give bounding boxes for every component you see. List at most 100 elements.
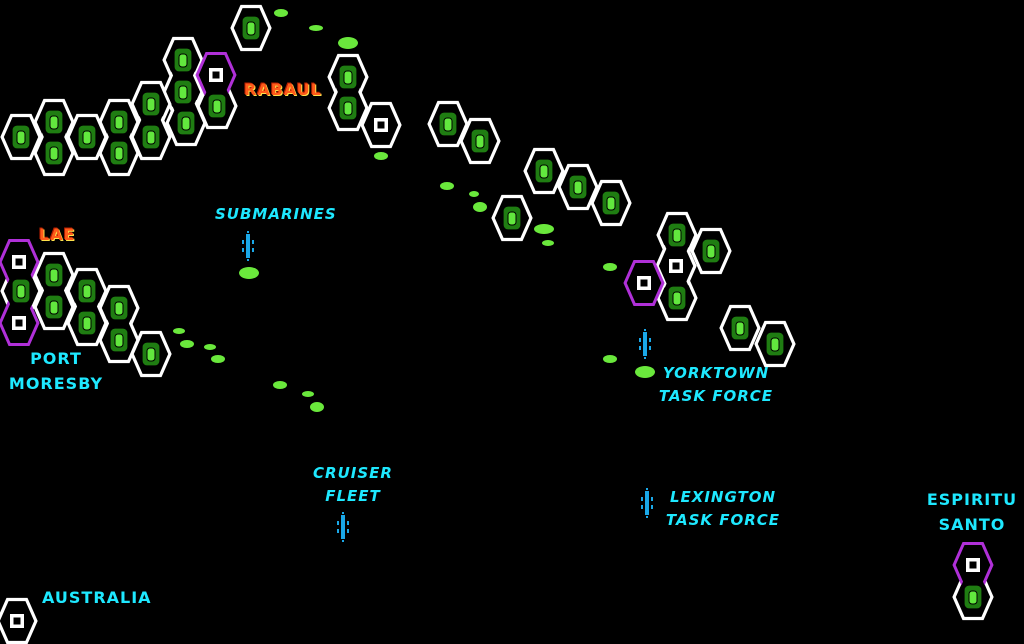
tree-trunk bbox=[114, 146, 124, 161]
submarines-fleet-marker[interactable] bbox=[242, 231, 254, 261]
rabaul-label: RABAUL bbox=[244, 80, 322, 99]
jungle-tree-icon[interactable] bbox=[963, 584, 983, 610]
tree-trunk bbox=[49, 300, 59, 315]
base-square-center bbox=[969, 561, 977, 569]
jungle-tree-icon[interactable] bbox=[338, 64, 358, 90]
jungle-tree-icon[interactable] bbox=[667, 222, 687, 248]
port-moresby-label: PORT MORESBY bbox=[6, 347, 106, 397]
cruiser-fleet-label-line2: FLEET bbox=[325, 487, 381, 506]
reef-icon bbox=[603, 263, 617, 271]
australia-label: AUSTRALIA bbox=[42, 588, 152, 607]
jungle-tree-icon[interactable] bbox=[44, 262, 64, 288]
jungle-tree-icon[interactable] bbox=[109, 295, 129, 321]
jungle-tree-icon[interactable] bbox=[77, 124, 97, 150]
cruiser-fleet-label-line1: CRUISER bbox=[313, 464, 393, 482]
espiritu-santo-label-line2: SANTO bbox=[938, 514, 1006, 534]
tree-trunk bbox=[16, 284, 26, 299]
tree-trunk bbox=[49, 115, 59, 130]
jungle-tree-icon[interactable] bbox=[109, 109, 129, 135]
reef-icon bbox=[173, 328, 185, 334]
jungle-tree-icon[interactable] bbox=[176, 110, 196, 136]
jungle-tree-icon[interactable] bbox=[11, 124, 31, 150]
ship-detail bbox=[242, 248, 244, 252]
jungle-tree-icon[interactable] bbox=[77, 278, 97, 304]
reef-icon bbox=[239, 267, 259, 279]
base-square-icon[interactable] bbox=[966, 558, 980, 572]
jungle-tree-icon[interactable] bbox=[173, 79, 193, 105]
base-square-icon[interactable] bbox=[669, 259, 683, 273]
jungle-tree-icon[interactable] bbox=[141, 91, 161, 117]
ship-detail bbox=[252, 240, 254, 244]
tree-trunk bbox=[114, 301, 124, 316]
tree-trunk bbox=[672, 228, 682, 243]
port-moresby-label-line1: PORT bbox=[30, 349, 82, 368]
tree-trunk bbox=[539, 164, 549, 179]
base-square-icon[interactable] bbox=[374, 118, 388, 132]
jungle-tree-icon[interactable] bbox=[44, 294, 64, 320]
yorktown-label-line2: TASK FORCE bbox=[658, 387, 774, 406]
tree-trunk bbox=[507, 211, 517, 226]
jungle-tree-icon[interactable] bbox=[207, 93, 227, 119]
tree-trunk bbox=[343, 101, 353, 116]
reef-icon bbox=[274, 9, 288, 17]
jungle-tree-icon[interactable] bbox=[765, 331, 785, 357]
jungle-tree-icon[interactable] bbox=[438, 111, 458, 137]
ship-detail bbox=[651, 505, 653, 509]
ship-detail bbox=[651, 497, 653, 501]
jungle-tree-icon[interactable] bbox=[338, 95, 358, 121]
jungle-tree-icon[interactable] bbox=[44, 140, 64, 166]
tree-trunk bbox=[16, 130, 26, 145]
cruiser-fleet-marker[interactable] bbox=[337, 512, 349, 542]
base-square-center bbox=[377, 121, 385, 129]
ship-detail bbox=[347, 521, 349, 525]
cruiser-fleet-label: CRUISER FLEET bbox=[308, 462, 398, 509]
yorktown-fleet-marker[interactable] bbox=[639, 329, 651, 359]
tree-trunk bbox=[770, 337, 780, 352]
jungle-tree-icon[interactable] bbox=[173, 47, 193, 73]
jungle-tree-icon[interactable] bbox=[470, 128, 490, 154]
jungle-tree-icon[interactable] bbox=[109, 140, 129, 166]
base-square-icon[interactable] bbox=[10, 614, 24, 628]
ship-icon bbox=[246, 234, 250, 258]
tree-trunk bbox=[82, 130, 92, 145]
base-square-center bbox=[640, 279, 648, 287]
base-square-icon[interactable] bbox=[12, 316, 26, 330]
jungle-tree-icon[interactable] bbox=[568, 174, 588, 200]
jungle-tree-icon[interactable] bbox=[109, 327, 129, 353]
jungle-tree-icon[interactable] bbox=[730, 315, 750, 341]
reef-icon bbox=[635, 366, 655, 378]
jungle-tree-icon[interactable] bbox=[601, 190, 621, 216]
jungle-tree-icon[interactable] bbox=[141, 341, 161, 367]
tree-trunk bbox=[146, 347, 156, 362]
ship-detail bbox=[347, 529, 349, 533]
ship-icon bbox=[645, 491, 649, 515]
ship-icon bbox=[643, 332, 647, 356]
ship-detail bbox=[641, 505, 643, 509]
ship-detail bbox=[337, 529, 339, 533]
jungle-tree-icon[interactable] bbox=[11, 278, 31, 304]
reef-icon bbox=[211, 355, 225, 363]
jungle-tree-icon[interactable] bbox=[141, 124, 161, 150]
jungle-tree-icon[interactable] bbox=[44, 109, 64, 135]
tree-trunk bbox=[114, 115, 124, 130]
base-square-icon[interactable] bbox=[637, 276, 651, 290]
ship-detail bbox=[649, 346, 651, 350]
tree-trunk bbox=[146, 130, 156, 145]
jungle-tree-icon[interactable] bbox=[77, 310, 97, 336]
lexington-fleet-marker[interactable] bbox=[641, 488, 653, 518]
lexington-label-line2: TASK FORCE bbox=[665, 511, 781, 530]
jungle-tree-icon[interactable] bbox=[241, 15, 261, 41]
lexington-task-force-label: LEXINGTON TASK FORCE bbox=[662, 486, 784, 533]
tree-trunk bbox=[706, 244, 716, 259]
jungle-tree-icon[interactable] bbox=[534, 158, 554, 184]
base-square-icon[interactable] bbox=[12, 255, 26, 269]
jungle-tree-icon[interactable] bbox=[502, 205, 522, 231]
jungle-tree-icon[interactable] bbox=[667, 285, 687, 311]
tree-trunk bbox=[49, 146, 59, 161]
tree-trunk bbox=[475, 134, 485, 149]
ship-detail bbox=[247, 231, 249, 233]
tree-trunk bbox=[114, 333, 124, 348]
jungle-tree-icon[interactable] bbox=[701, 238, 721, 264]
base-square-icon[interactable] bbox=[209, 68, 223, 82]
